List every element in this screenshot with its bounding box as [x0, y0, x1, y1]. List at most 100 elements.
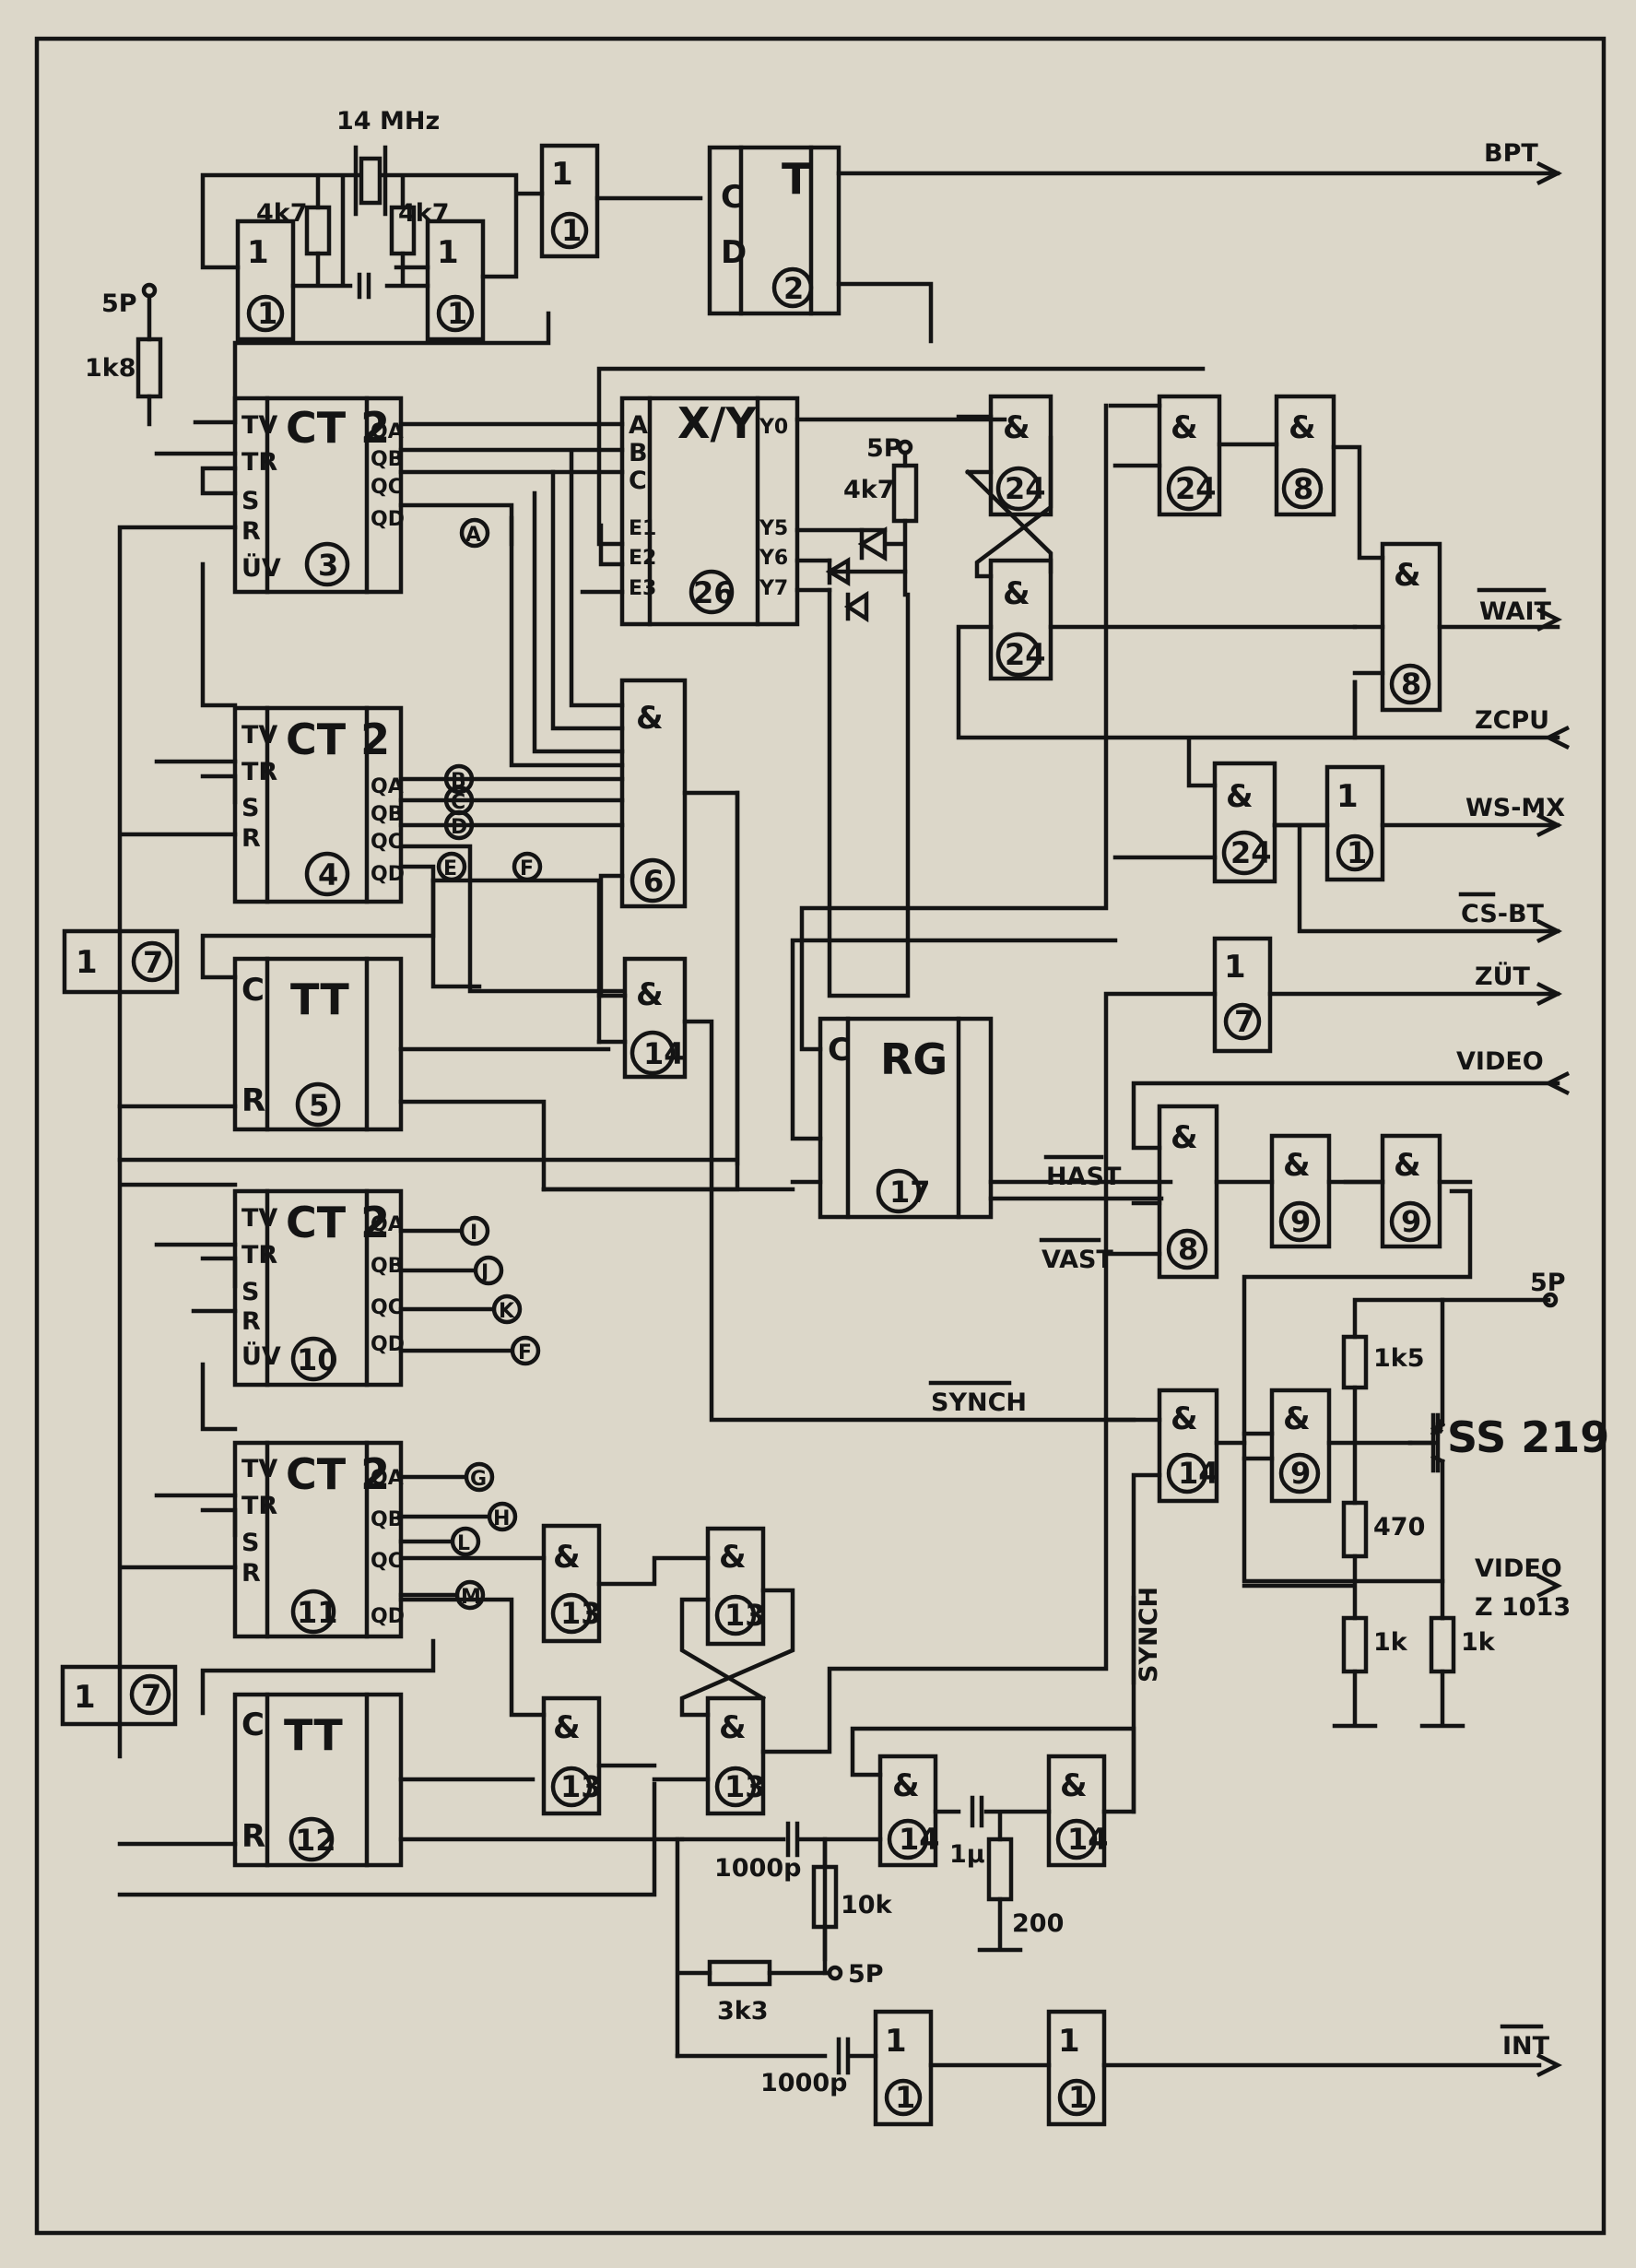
svg-text:E3: E3: [629, 577, 656, 600]
inverters-int: 1 1 1 1: [873, 2009, 1107, 2127]
output-bpt: BPT: [1484, 139, 1538, 168]
output-zcpu: ZCPU: [1475, 706, 1549, 735]
svg-text:S: S: [241, 794, 259, 822]
register-rg-17: RG C 17: [818, 1016, 994, 1220]
svg-text:14: 14: [1178, 1456, 1219, 1491]
output-video: VIDEO: [1475, 1554, 1562, 1583]
svg-text:TR: TR: [241, 448, 277, 477]
svg-text:&: &: [1003, 409, 1030, 446]
svg-text:&: &: [1171, 1119, 1198, 1156]
svg-text:E1: E1: [629, 517, 656, 540]
svg-text:8: 8: [1401, 667, 1421, 702]
svg-text:R: R: [241, 1307, 261, 1336]
svg-text:7: 7: [141, 1678, 161, 1713]
and-gate-6: & 6: [619, 678, 688, 909]
svg-text:1k8: 1k8: [85, 354, 136, 383]
svg-text:QC: QC: [371, 1296, 403, 1319]
crystal-label: 14 MHz: [336, 107, 440, 136]
svg-text:24: 24: [1175, 471, 1217, 506]
svg-text:&: &: [1394, 557, 1421, 594]
svg-text:&: &: [1003, 575, 1030, 612]
svg-text:QC: QC: [371, 1550, 403, 1573]
svg-text:7: 7: [1234, 1004, 1254, 1039]
svg-text:9: 9: [1290, 1456, 1311, 1491]
svg-text:1: 1: [1068, 2080, 1089, 2115]
svg-text:&: &: [1283, 1147, 1311, 1184]
resistor-200: [986, 1837, 1014, 1902]
svg-text:1: 1: [1224, 949, 1246, 986]
svg-text:1: 1: [1347, 835, 1367, 870]
svg-text:C: C: [828, 1032, 851, 1069]
output-zut: ZÜT: [1475, 961, 1531, 991]
svg-text:ÜV: ÜV: [241, 552, 281, 583]
svg-text:R: R: [241, 517, 261, 546]
svg-text:8: 8: [1293, 471, 1313, 506]
svg-text:QA: QA: [371, 420, 404, 443]
svg-text:C: C: [721, 179, 744, 216]
svg-text:TT: TT: [284, 1710, 343, 1760]
svg-text:1: 1: [447, 296, 467, 331]
svg-text:QD: QD: [371, 508, 405, 531]
svg-text:1: 1: [1058, 2023, 1080, 2060]
svg-text:QB: QB: [371, 803, 403, 826]
svg-text:200: 200: [1012, 1909, 1064, 1938]
svg-text:3: 3: [318, 548, 338, 583]
svg-text:6: 6: [643, 864, 664, 899]
svg-text:CT 2: CT 2: [286, 1449, 390, 1499]
and-gates-13: & 13 & 13 & 13 & 13: [541, 1523, 766, 1816]
svg-text:M: M: [461, 1586, 481, 1609]
signal-synch-vertical: SYNCH: [1135, 1587, 1163, 1683]
svg-text:ÜV: ÜV: [241, 1341, 281, 1371]
svg-text:1k: 1k: [1461, 1628, 1496, 1657]
t-flipflop-2: T C D 2: [707, 145, 1560, 344]
svg-text:QA: QA: [371, 775, 404, 798]
svg-text:R: R: [241, 824, 261, 853]
counter-ct2-4: CT 2 4: [232, 705, 404, 904]
svg-text:13: 13: [724, 1598, 766, 1633]
svg-text:Y7: Y7: [759, 577, 788, 600]
svg-text:5: 5: [309, 1088, 329, 1123]
output-z1013: Z 1013: [1475, 1593, 1571, 1622]
inverter-1-wsmx: 1 1: [1324, 764, 1385, 882]
svg-text:&: &: [1060, 1767, 1088, 1804]
inverter-7-zut: 1 7: [1212, 936, 1273, 1054]
svg-text:A: A: [465, 524, 481, 547]
resistor-3k3: [707, 1959, 772, 1987]
inverter-7-a: 1 7: [62, 928, 180, 995]
svg-text:R: R: [241, 1818, 265, 1855]
svg-text:9: 9: [1290, 1204, 1311, 1239]
pullup-1k8: 5P 1k8: [85, 282, 163, 427]
svg-text:R: R: [241, 1559, 261, 1588]
svg-text:QB: QB: [371, 1255, 403, 1278]
svg-text:C: C: [451, 791, 465, 814]
svg-text:D: D: [721, 234, 747, 271]
svg-text:A: A: [629, 411, 648, 440]
svg-text:C: C: [241, 1707, 265, 1743]
output-labels: BPT WAIT ZCPU WS-MX CS-BT ZÜT VIDEO VIDE…: [1456, 139, 1571, 2078]
svg-text:1: 1: [76, 944, 98, 981]
svg-text:&: &: [1171, 1400, 1198, 1437]
svg-text:&: &: [1171, 409, 1198, 446]
output-wsmx: WS-MX: [1465, 794, 1565, 822]
inverter-7-b: 1 7: [60, 1664, 178, 1727]
tt-flipflop-5: TT C R 5: [232, 956, 404, 1132]
svg-text:1: 1: [895, 2080, 915, 2115]
svg-text:9: 9: [1401, 1204, 1421, 1239]
marker-labels: A B C D E F G H I J K L M: [436, 517, 543, 1611]
svg-text:D: D: [451, 816, 467, 839]
signal-vast: VAST: [1042, 1246, 1113, 1274]
svg-text:5P: 5P: [848, 1960, 884, 1989]
counter-ct2-11: CT 2 11: [232, 1440, 404, 1639]
svg-text:X/Y: X/Y: [677, 398, 757, 448]
svg-text:TV: TV: [241, 411, 277, 440]
svg-text:I: I: [470, 1222, 477, 1245]
svg-text:QA: QA: [371, 1467, 404, 1490]
svg-text:J: J: [479, 1261, 488, 1284]
svg-text:QC: QC: [371, 476, 403, 499]
svg-text:E: E: [443, 857, 457, 880]
svg-text:1: 1: [437, 234, 459, 271]
svg-text:RG: RG: [880, 1034, 947, 1084]
